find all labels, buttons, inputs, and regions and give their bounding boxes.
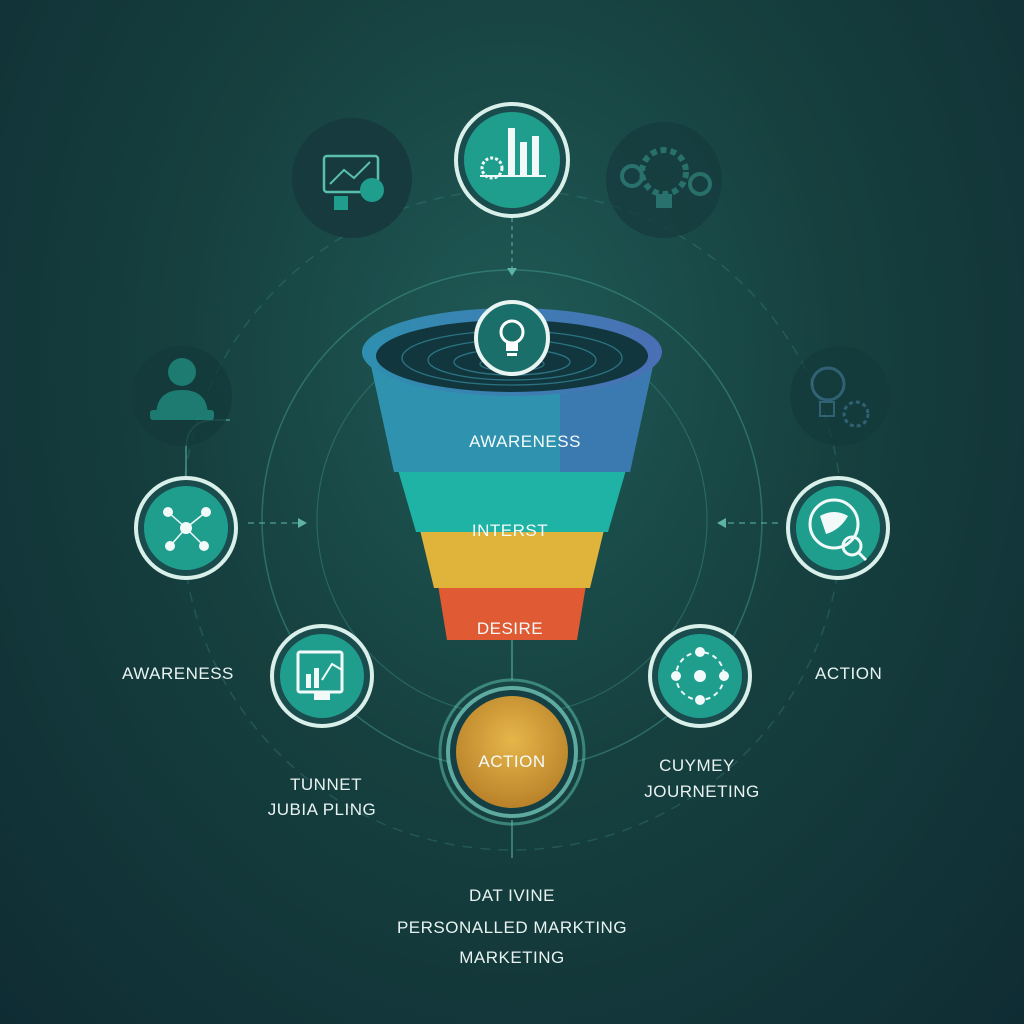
- lightbulb-icon: [474, 300, 550, 376]
- funnel-tier-3: [420, 530, 604, 588]
- bottom-text-line1: DAT IVINE: [468, 886, 556, 905]
- side-label-left: AWARENESS: [122, 664, 234, 683]
- bottom-text-line3: MARKETING: [459, 948, 565, 967]
- monitor-chart-icon: [270, 624, 374, 728]
- side-label-right: ACTION: [815, 664, 883, 683]
- right-lower-label-line2: JOURNETING: [644, 782, 760, 801]
- globe-search-icon: [786, 476, 890, 580]
- funnel-tier-extra: [438, 585, 586, 640]
- funnel-tier-label-action: ACTION: [478, 752, 546, 771]
- bottom-text-line2: PERSONALLED MARKTING: [396, 918, 628, 937]
- monitor-analytics-icon: [292, 118, 412, 238]
- cycle-network-icon: [648, 624, 752, 728]
- right-lower-label-line1: CUYMEY: [659, 756, 735, 775]
- lightbulb-gear-icon: [790, 346, 890, 446]
- funnel-tier-label-interest: INTERST: [471, 521, 549, 540]
- gears-lightbulb-icon: [606, 122, 722, 238]
- funnel-tier-2: [398, 470, 626, 532]
- action-node: [438, 678, 586, 826]
- funnel-tier-label-awareness: AWARENESS: [469, 432, 581, 451]
- funnel-tier-label-desire: DESIRE: [476, 619, 544, 638]
- left-lower-label-line2: JUBIA PLING: [267, 800, 377, 819]
- person-icon: [132, 346, 232, 446]
- left-lower-label-line1: TUNNET: [290, 775, 362, 794]
- network-icon: [134, 476, 238, 580]
- bar-chart-gear-icon: [454, 102, 570, 218]
